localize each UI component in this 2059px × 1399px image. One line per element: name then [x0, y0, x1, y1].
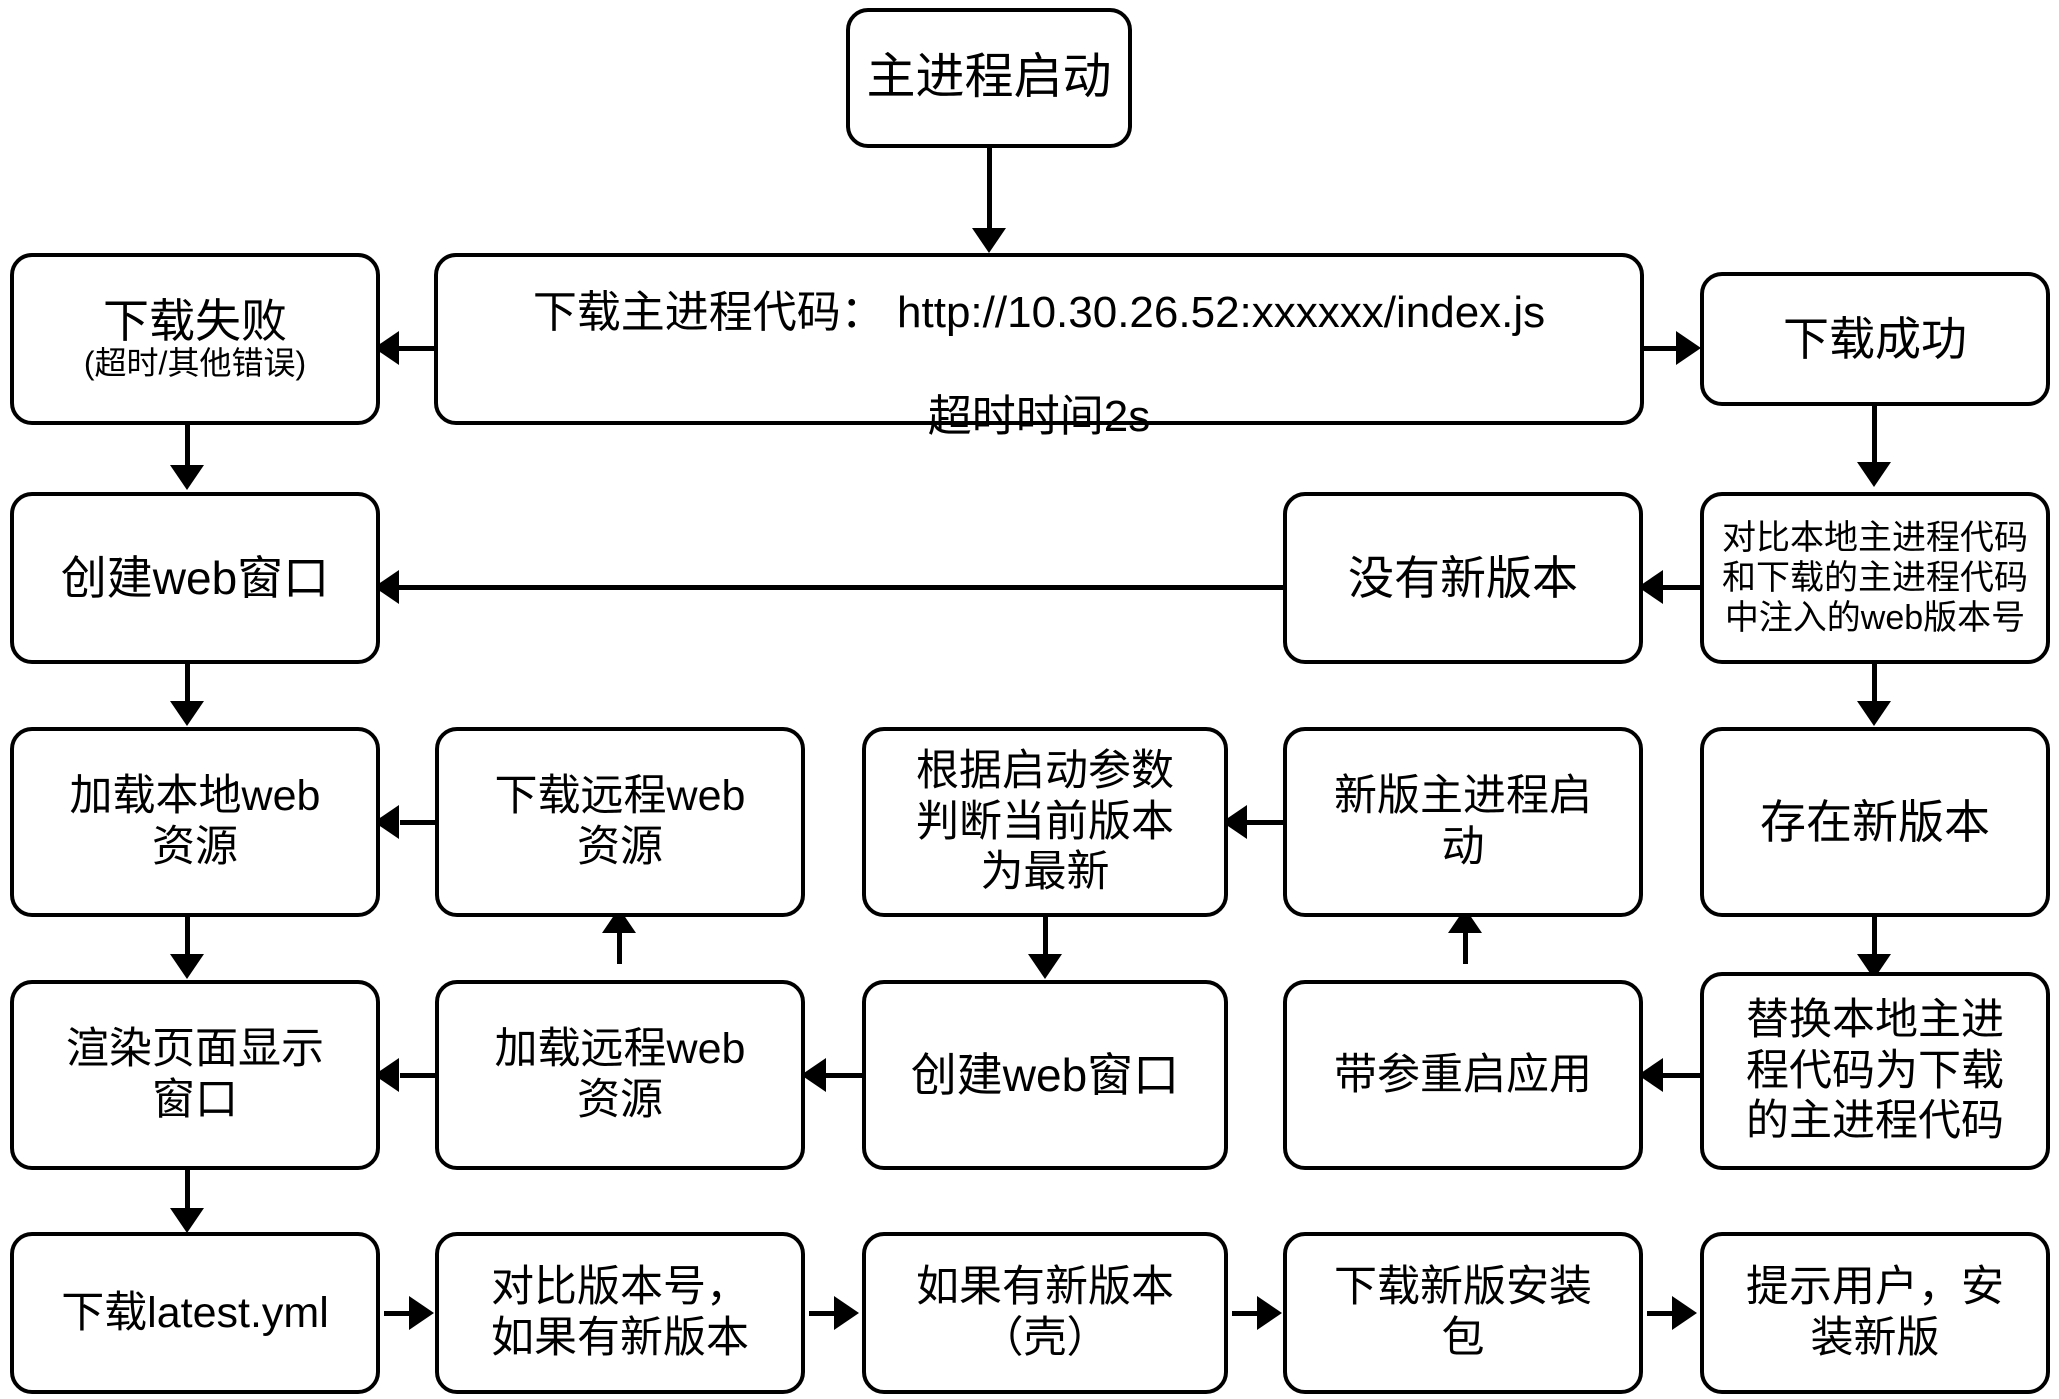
node-has-new-version[interactable]: 存在新版本 — [1700, 727, 2050, 917]
node-no-new-version[interactable]: 没有新版本 — [1283, 492, 1643, 664]
arrowhead-create-window-to-load-local — [170, 701, 204, 726]
edge-download-remote-to-load-local — [400, 820, 438, 825]
node-compare-web-version-label: 对比本地主进程代码 和下载的主进程代码 中注入的web版本号 — [1722, 518, 2028, 638]
node-download-main-code[interactable]: 下载主进程代码： http://10.30.26.52:xxxxxx/index… — [434, 253, 1644, 441]
edge-restart-to-new-main — [1463, 922, 1468, 964]
edge-render-to-latest-yml — [185, 1170, 190, 1214]
node-replace-local-code[interactable]: 替换本地主进 程代码为下载 的主进程代码 — [1700, 972, 2050, 1170]
node-replace-local-code-label: 替换本地主进 程代码为下载 的主进程代码 — [1746, 995, 2004, 1146]
edge-success-to-compare — [1872, 406, 1877, 468]
edge-new-main-to-judge — [1246, 820, 1286, 825]
edge-installer-to-notify — [1647, 1311, 1676, 1316]
node-create-web-window-mid-label: 创建web窗口 — [910, 1048, 1180, 1101]
arrowhead-compare-to-if-new — [834, 1296, 859, 1330]
node-if-new-version-shell[interactable]: 如果有新版本 （壳） — [862, 1232, 1228, 1394]
arrowhead-fail-to-create-window — [170, 465, 204, 490]
node-render-page-window-label: 渲染页面显示 窗口 — [66, 1025, 324, 1124]
node-render-page-window[interactable]: 渲染页面显示 窗口 — [10, 980, 380, 1170]
edge-compare-to-no-new — [1662, 585, 1702, 590]
edge-load-remote-to-render — [400, 1073, 438, 1078]
arrowhead-download-to-success — [1676, 331, 1701, 365]
node-notify-user-install[interactable]: 提示用户，安 装新版 — [1700, 1232, 2050, 1394]
edge-replace-to-restart — [1662, 1073, 1702, 1078]
node-download-main-code-line2: 超时时间2s — [927, 391, 1151, 441]
node-load-local-web[interactable]: 加载本地web 资源 — [10, 727, 380, 917]
arrowhead-create-mid-to-load-remote — [801, 1058, 826, 1092]
edge-compare-to-has-new — [1872, 664, 1877, 706]
arrowhead-success-to-compare — [1857, 462, 1891, 487]
node-main-process-start[interactable]: 主进程启动 — [846, 8, 1132, 148]
arrowhead-render-to-latest-yml — [170, 1208, 204, 1233]
node-download-main-code-line1: 下载主进程代码： http://10.30.26.52:xxxxxx/index… — [532, 288, 1546, 338]
arrowhead-if-new-to-installer — [1257, 1296, 1282, 1330]
node-download-new-installer[interactable]: 下载新版安装 包 — [1283, 1232, 1643, 1394]
edge-compare-to-if-new — [809, 1311, 838, 1316]
edge-download-to-success — [1640, 346, 1680, 351]
node-restart-with-args-label: 带参重启应用 — [1334, 1050, 1592, 1099]
node-has-new-version-label: 存在新版本 — [1760, 795, 1990, 848]
edge-fail-to-create-window — [185, 425, 190, 471]
edge-no-new-to-create-window — [394, 585, 1285, 590]
edge-yml-to-compare — [384, 1311, 413, 1316]
node-load-local-web-label: 加载本地web 资源 — [69, 772, 321, 871]
node-compare-version-no[interactable]: 对比版本号， 如果有新版本 — [435, 1232, 805, 1394]
node-download-new-installer-label: 下载新版安装 包 — [1334, 1263, 1592, 1362]
node-if-new-version-shell-label: 如果有新版本 （壳） — [916, 1263, 1174, 1362]
node-restart-with-args[interactable]: 带参重启应用 — [1283, 980, 1643, 1170]
node-create-web-window-left[interactable]: 创建web窗口 — [10, 492, 380, 664]
node-download-latest-yml-label: 下载latest.yml — [61, 1288, 329, 1337]
edge-if-new-to-installer — [1232, 1311, 1261, 1316]
edge-download-to-fail — [398, 346, 438, 351]
arrowhead-judge-to-create-mid — [1028, 954, 1062, 979]
node-main-process-start-label: 主进程启动 — [866, 50, 1112, 105]
node-download-fail-sublabel: (超时/其他错误) — [83, 344, 307, 381]
edge-create-mid-to-load-remote — [825, 1073, 865, 1078]
node-new-main-process-start-label: 新版主进程启 动 — [1334, 772, 1592, 871]
node-download-fail[interactable]: 下载失败 (超时/其他错误) — [10, 253, 380, 425]
node-download-success[interactable]: 下载成功 — [1700, 272, 2050, 406]
node-judge-latest-by-args-label: 根据启动参数 判断当前版本 为最新 — [916, 746, 1174, 897]
arrowhead-start-to-download — [972, 228, 1006, 253]
arrowhead-yml-to-compare — [409, 1296, 434, 1330]
node-download-success-label: 下载成功 — [1783, 312, 1967, 365]
edge-judge-to-create-mid — [1043, 917, 1048, 959]
arrowhead-load-local-to-render — [170, 954, 204, 979]
node-create-web-window-left-label: 创建web窗口 — [60, 551, 330, 604]
node-judge-latest-by-args[interactable]: 根据启动参数 判断当前版本 为最新 — [862, 727, 1228, 917]
node-notify-user-install-label: 提示用户，安 装新版 — [1746, 1263, 2004, 1362]
edge-create-window-to-load-local — [185, 664, 190, 706]
node-download-remote-web[interactable]: 下载远程web 资源 — [435, 727, 805, 917]
arrowhead-installer-to-notify — [1672, 1296, 1697, 1330]
arrowhead-compare-to-has-new — [1857, 701, 1891, 726]
edge-load-local-to-render — [185, 917, 190, 959]
node-load-remote-web[interactable]: 加载远程web 资源 — [435, 980, 805, 1170]
node-download-fail-label: 下载失败 — [103, 295, 287, 348]
node-create-web-window-mid[interactable]: 创建web窗口 — [862, 980, 1228, 1170]
edge-has-new-to-replace — [1872, 917, 1877, 959]
node-new-main-process-start[interactable]: 新版主进程启 动 — [1283, 727, 1643, 917]
node-download-latest-yml[interactable]: 下载latest.yml — [10, 1232, 380, 1394]
edge-start-to-download — [987, 148, 992, 233]
node-download-remote-web-label: 下载远程web 资源 — [494, 772, 746, 871]
node-load-remote-web-label: 加载远程web 资源 — [494, 1025, 746, 1124]
node-compare-version-no-label: 对比版本号， 如果有新版本 — [491, 1263, 749, 1362]
node-no-new-version-label: 没有新版本 — [1348, 551, 1578, 604]
node-compare-web-version[interactable]: 对比本地主进程代码 和下载的主进程代码 中注入的web版本号 — [1700, 492, 2050, 664]
edge-load-remote-to-download-remote — [617, 922, 622, 964]
